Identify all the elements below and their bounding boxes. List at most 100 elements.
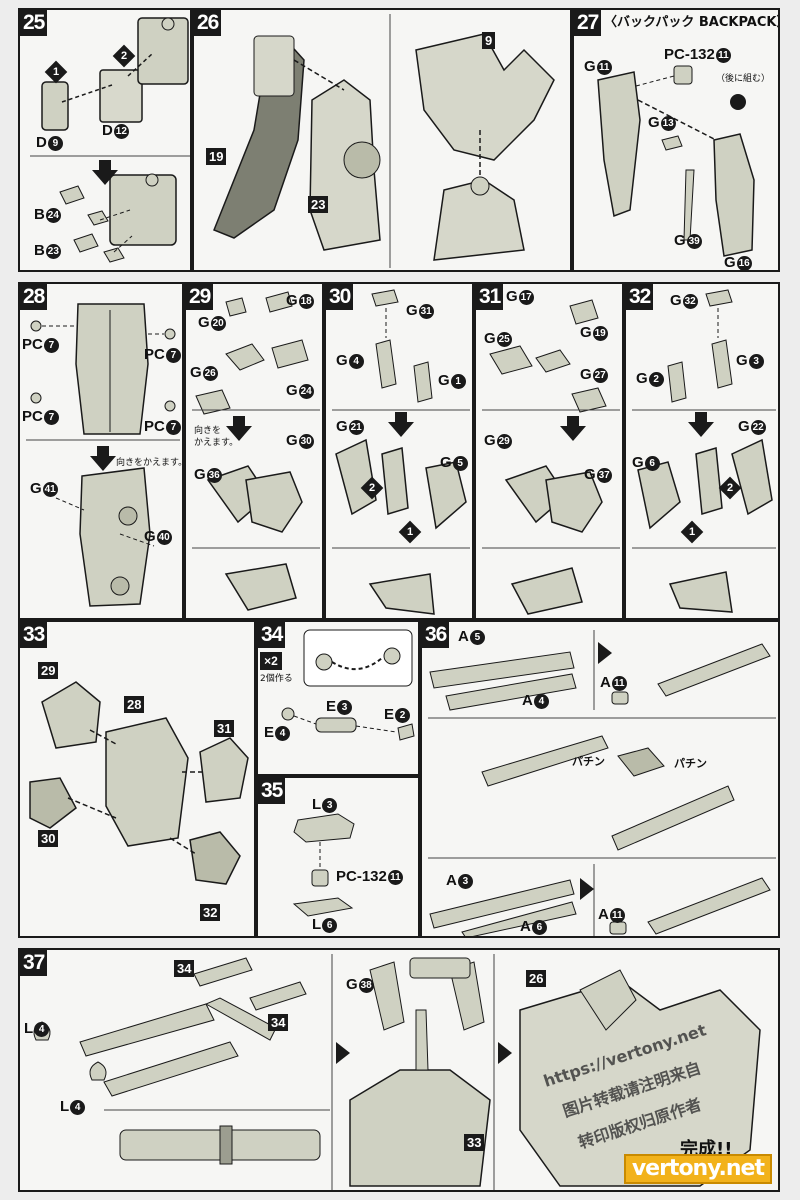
right-arrow xyxy=(598,642,612,664)
right-arrow xyxy=(336,1042,350,1064)
order-marker-1: 1 xyxy=(680,520,704,544)
ref-34b: 34 xyxy=(268,1014,289,1031)
ref-34a: 34 xyxy=(174,960,195,977)
step-number: 37 xyxy=(20,950,48,976)
snap-sound-1: パチン xyxy=(572,755,605,768)
right-arrow xyxy=(580,878,594,900)
parts-illustration xyxy=(292,813,355,917)
step-number: 25 xyxy=(20,10,48,36)
ref-33: 33 xyxy=(464,1134,485,1151)
parts-illustration xyxy=(632,289,776,613)
step-number: 28 xyxy=(20,284,48,310)
down-arrow xyxy=(90,446,116,471)
snap-sound-2: パチン xyxy=(674,757,707,770)
order-marker-2: 2 xyxy=(718,476,742,500)
ref-32: 32 xyxy=(200,904,221,921)
step-33-panel: 33 29 28 31 30 32 xyxy=(18,620,256,938)
parts-illustration xyxy=(213,14,555,268)
ref-31: 31 xyxy=(214,720,235,737)
parts-illustration xyxy=(428,630,776,936)
note-make-two: 2個作る xyxy=(260,674,293,684)
note-turn-line2: かえます。 xyxy=(194,438,239,448)
step-number: 34 xyxy=(258,622,286,648)
down-arrow xyxy=(560,416,586,441)
ref-28: 28 xyxy=(124,696,145,713)
step-number: 32 xyxy=(626,284,654,310)
order-marker-2: 2 xyxy=(112,44,136,68)
ref-29: 29 xyxy=(38,662,59,679)
step-number: 26 xyxy=(194,10,222,36)
step-number: 36 xyxy=(422,622,450,648)
site-logo: vertony.net xyxy=(623,1154,772,1184)
step-26-panel: 26 19 23 9 xyxy=(192,8,572,272)
order-marker-2: 2 xyxy=(360,476,384,500)
step-number: 29 xyxy=(186,284,214,310)
step-number: 30 xyxy=(326,284,354,310)
ref-23: 23 xyxy=(308,196,329,213)
quantity-badge: ×2 xyxy=(260,652,282,670)
step-number: 27 xyxy=(574,10,602,36)
note-turn-around: 向きをかえます。 xyxy=(116,458,184,468)
down-arrow xyxy=(226,416,252,441)
ref-26: 26 xyxy=(526,970,547,987)
ref-9: 9 xyxy=(482,32,496,49)
down-arrow xyxy=(388,412,414,437)
parts-illustration xyxy=(33,954,761,1190)
down-arrow xyxy=(92,160,118,185)
parts-illustration xyxy=(30,17,190,263)
parts-illustration xyxy=(26,303,180,607)
order-marker-1: 1 xyxy=(44,60,68,84)
note-assemble-later: （後に組む） xyxy=(716,74,771,84)
step-number: 31 xyxy=(476,284,504,310)
order-marker-1: 1 xyxy=(398,520,422,544)
